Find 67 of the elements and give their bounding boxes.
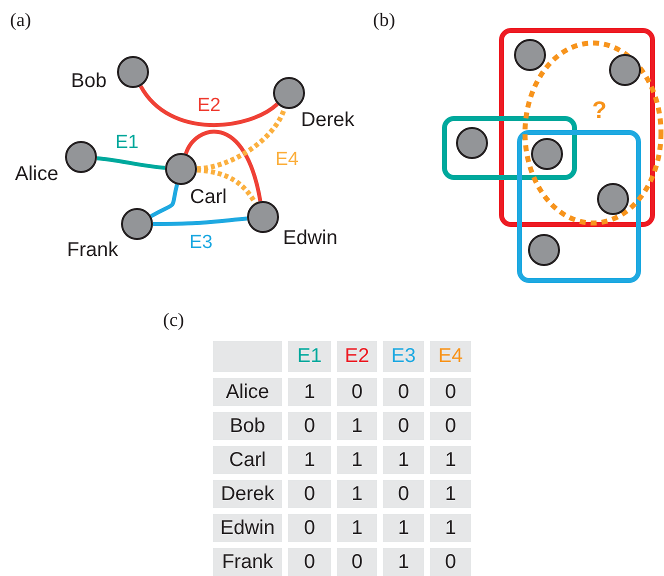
row-header: Edwin	[213, 514, 282, 542]
vertex-circle	[531, 138, 563, 170]
vertex-circle	[117, 56, 149, 88]
table-cell: 0	[288, 412, 331, 440]
hyperedge-line	[184, 130, 262, 202]
hyperedge-line	[153, 216, 248, 226]
edge-label: E1	[115, 132, 139, 154]
vertex-circle	[514, 39, 546, 71]
table-cell: 1	[430, 514, 471, 542]
question-mark: ?	[592, 97, 607, 125]
table-cell: 0	[430, 548, 471, 576]
vertex-circle	[121, 208, 153, 240]
table-cell: 1	[383, 514, 424, 542]
vertex-circle	[528, 234, 560, 266]
vertex-circle	[273, 77, 305, 109]
row-header: Carl	[213, 446, 282, 474]
table-cell: 1	[383, 446, 424, 474]
column-header: E4	[430, 341, 471, 372]
table-cell: 0	[383, 378, 424, 406]
hyperedge-line	[150, 184, 179, 218]
table-cell: 0	[288, 514, 331, 542]
table-cell: 1	[430, 446, 471, 474]
person-name: Derek	[301, 109, 354, 132]
person-name: Frank	[67, 239, 118, 262]
table-cell: 1	[430, 480, 471, 508]
table-cell: 0	[383, 480, 424, 508]
table-cell: 1	[337, 480, 377, 508]
dashed-hyperedge-line	[196, 168, 258, 204]
table-cell: 0	[288, 480, 331, 508]
table-cell: 1	[288, 446, 331, 474]
panel-label: (a)	[10, 10, 32, 32]
table-cell: 0	[288, 548, 331, 576]
column-header: E2	[337, 341, 377, 372]
table-cell: 1	[383, 548, 424, 576]
table-cell: 0	[383, 412, 424, 440]
column-header: E3	[383, 341, 424, 372]
table-cell: 0	[430, 378, 471, 406]
vertex-circle	[247, 201, 279, 233]
hyperedge-line	[139, 84, 279, 127]
person-name: Edwin	[283, 227, 338, 250]
dashed-hyperedge-line	[196, 107, 287, 172]
table-cell: 1	[337, 446, 377, 474]
table-cell: 1	[337, 514, 377, 542]
vertex-circle	[597, 183, 629, 215]
dashed-set-ellipse	[522, 40, 664, 226]
table-cell: 1	[337, 412, 377, 440]
edge-label: E3	[189, 232, 213, 254]
edge-label: E4	[275, 149, 299, 171]
table-cell: 0	[337, 548, 377, 576]
vertex-circle	[165, 153, 197, 185]
panel-label: (c)	[163, 310, 184, 332]
edge-label: E2	[197, 95, 221, 117]
table-cell: 1	[288, 378, 331, 406]
row-header: Alice	[213, 378, 282, 406]
row-header: Derek	[213, 480, 282, 508]
row-header: Frank	[213, 548, 282, 576]
person-name: Alice	[15, 163, 58, 186]
column-header: E1	[288, 341, 331, 372]
vertex-circle	[456, 127, 488, 159]
panel-label: (b)	[373, 10, 396, 32]
table-cell: 0	[337, 378, 377, 406]
row-header: Bob	[213, 412, 282, 440]
hyperedge-line	[96, 156, 166, 170]
person-name: Bob	[71, 70, 107, 93]
table-cell: 0	[430, 412, 471, 440]
vertex-circle	[65, 141, 97, 173]
person-name: Carl	[190, 186, 227, 209]
